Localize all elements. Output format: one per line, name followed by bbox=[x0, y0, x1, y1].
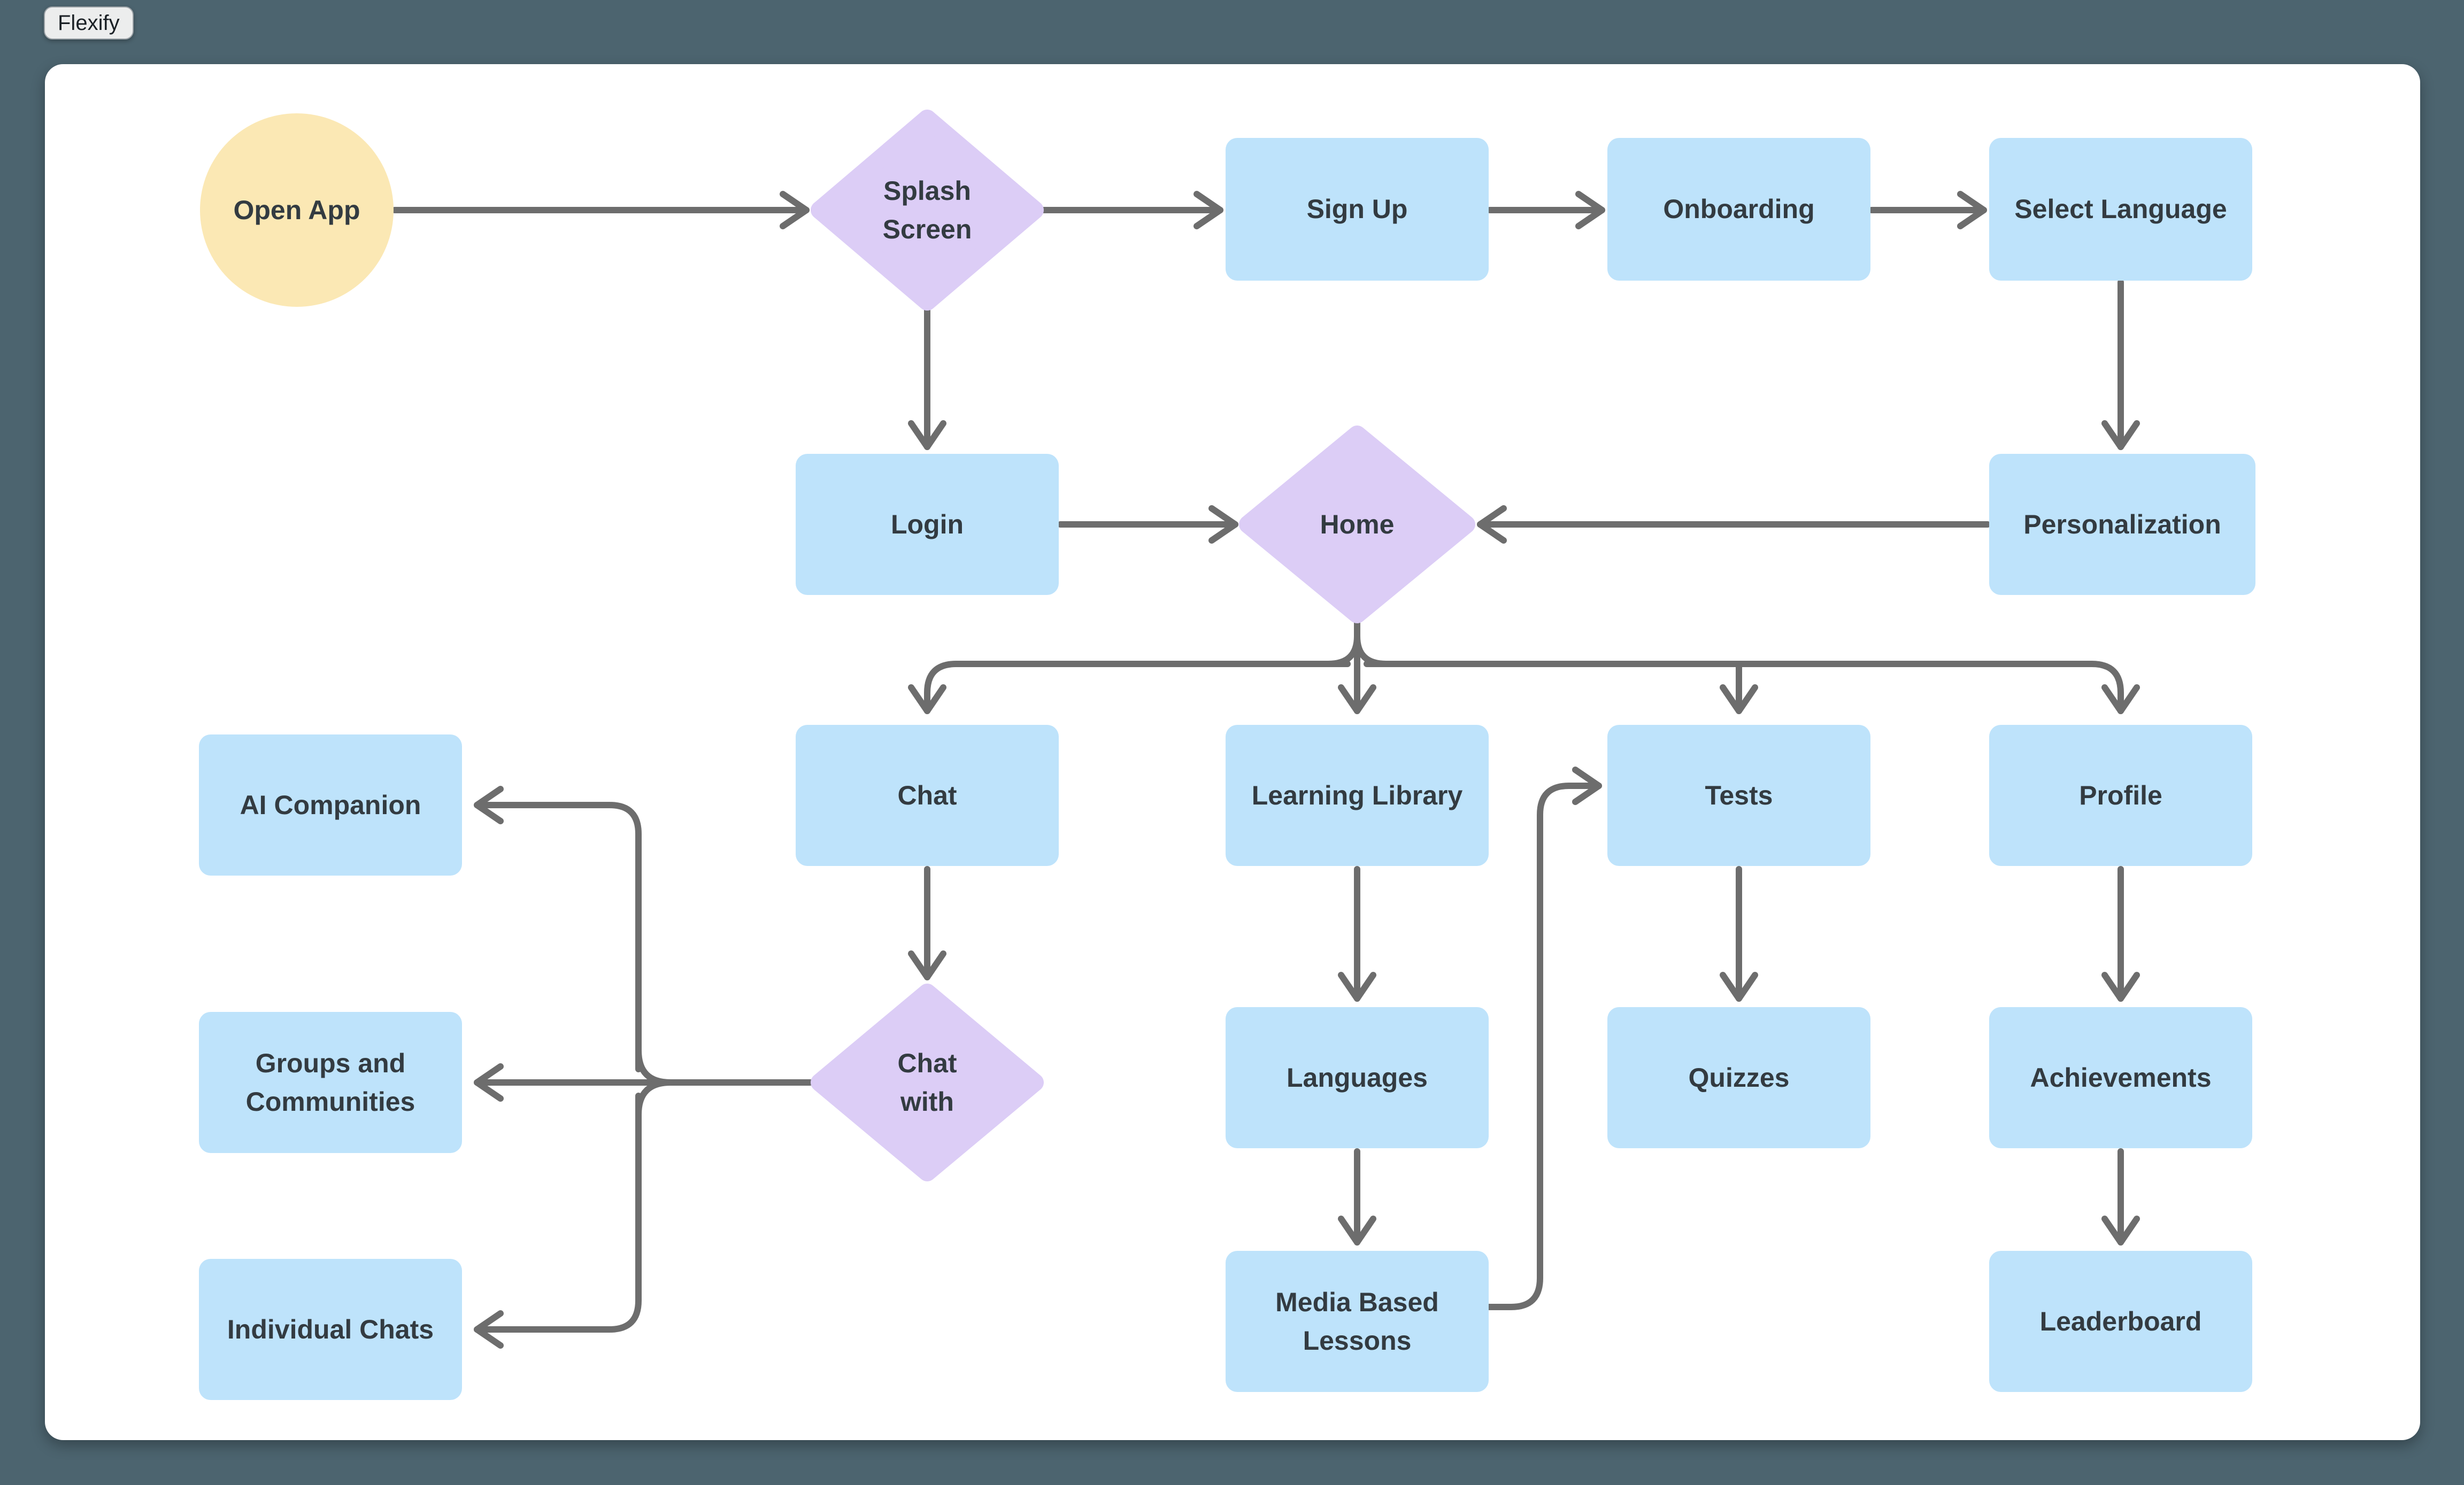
node-open-app-label: Open App bbox=[233, 195, 360, 225]
node-profile[interactable]: Profile bbox=[1989, 725, 2252, 866]
node-languages[interactable]: Languages bbox=[1226, 1007, 1489, 1148]
node-achievements-label: Achievements bbox=[2030, 1062, 2212, 1093]
node-languages-label: Languages bbox=[1287, 1062, 1428, 1093]
frame-name-label: Flexify bbox=[58, 11, 120, 35]
edge-chat-with-to-individual-chats[interactable] bbox=[474, 1093, 642, 1349]
edge-home-to-chat[interactable] bbox=[908, 661, 1351, 714]
edge-home-branch-flare-right[interactable] bbox=[1354, 633, 1389, 667]
node-chat-with-label: Chat with bbox=[897, 1048, 957, 1117]
node-tests[interactable]: Tests bbox=[1607, 725, 1870, 866]
node-open-app-shape[interactable] bbox=[200, 113, 394, 307]
node-learning-library[interactable]: Learning Library bbox=[1226, 725, 1489, 866]
edge-media-based-lessons-to-tests[interactable] bbox=[1485, 767, 1602, 1310]
frame-name-badge[interactable]: Flexify bbox=[44, 6, 134, 40]
edge-home-to-profile[interactable] bbox=[1364, 661, 2140, 714]
node-achievements[interactable]: Achievements bbox=[1989, 1007, 2252, 1148]
node-ai-companion-label: AI Companion bbox=[240, 790, 421, 820]
node-onboarding[interactable]: Onboarding bbox=[1607, 138, 1870, 281]
node-ai-companion[interactable]: AI Companion bbox=[199, 734, 462, 876]
node-personalization-label: Personalization bbox=[2023, 509, 2221, 539]
node-quizzes-label: Quizzes bbox=[1688, 1062, 1790, 1093]
node-chat-with-shape[interactable] bbox=[811, 984, 1044, 1181]
node-groups-communities-label: Groups and Communities bbox=[245, 1048, 415, 1117]
edge-chat-with-to-ai-companion[interactable] bbox=[474, 786, 642, 1072]
node-learning-library-label: Learning Library bbox=[1251, 780, 1463, 810]
node-profile-label: Profile bbox=[2079, 780, 2162, 810]
node-sign-up-label: Sign Up bbox=[1306, 194, 1408, 225]
edge-chat-with-flare-down[interactable] bbox=[635, 1079, 674, 1118]
node-leaderboard[interactable]: Leaderboard bbox=[1989, 1251, 2252, 1392]
node-leaderboard-label: Leaderboard bbox=[2039, 1306, 2202, 1336]
node-home-shape[interactable] bbox=[1239, 426, 1475, 623]
node-select-language-label: Select Language bbox=[2014, 194, 2227, 225]
node-splash-screen-shape[interactable] bbox=[811, 110, 1044, 311]
node-select-language[interactable]: Select Language bbox=[1989, 138, 2252, 281]
edge-chat-with-flare-up[interactable] bbox=[635, 1047, 674, 1086]
node-personalization[interactable]: Personalization bbox=[1989, 454, 2255, 595]
node-chat[interactable]: Chat bbox=[796, 725, 1059, 866]
node-groups-communities[interactable]: Groups and Communities bbox=[199, 1012, 462, 1153]
node-tests-label: Tests bbox=[1705, 780, 1773, 810]
node-chat-label: Chat bbox=[897, 780, 957, 810]
node-login[interactable]: Login bbox=[796, 454, 1059, 595]
node-onboarding-label: Onboarding bbox=[1663, 194, 1815, 225]
node-media-based-lessons[interactable]: Media Based Lessons bbox=[1226, 1251, 1489, 1392]
node-individual-chats-label: Individual Chats bbox=[227, 1314, 434, 1344]
node-quizzes[interactable]: Quizzes bbox=[1607, 1007, 1870, 1148]
node-home-label: Home bbox=[1320, 509, 1395, 539]
node-media-based-lessons-label: Media Based Lessons bbox=[1275, 1287, 1439, 1356]
node-login-label: Login bbox=[890, 509, 964, 539]
node-splash-screen-label: Splash Screen bbox=[882, 175, 972, 245]
node-individual-chats[interactable]: Individual Chats bbox=[199, 1259, 462, 1400]
edge-home-branch-flare-left[interactable] bbox=[1325, 633, 1360, 667]
node-sign-up[interactable]: Sign Up bbox=[1226, 138, 1489, 281]
